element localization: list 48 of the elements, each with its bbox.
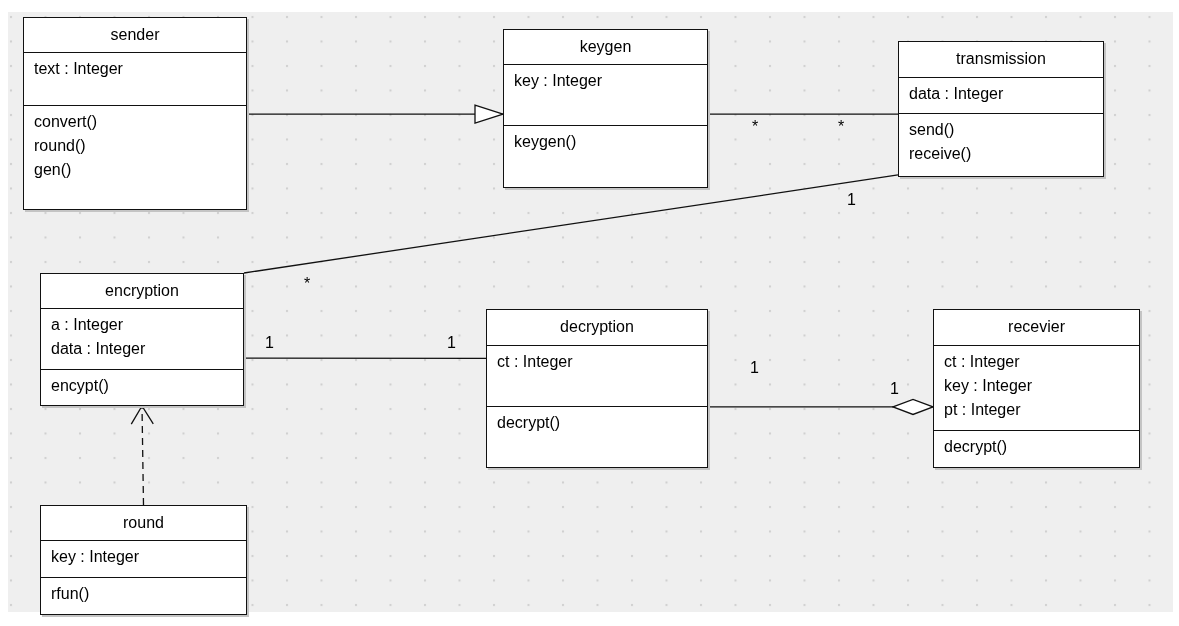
multiplicity-label: * [838, 118, 845, 136]
multiplicity-label: 1 [447, 334, 456, 352]
association-line [243, 357, 487, 359]
class-box [486, 309, 708, 468]
multiplicity-label: 1 [847, 191, 856, 209]
attribute-text: key : Integer [50, 547, 140, 567]
class-name: encryption [104, 281, 180, 301]
association-line [707, 113, 899, 115]
method-text: convert() [33, 112, 98, 132]
attribute-text: data : Integer [50, 339, 146, 359]
class-box [503, 29, 708, 188]
method-text: rfun() [50, 584, 90, 604]
multiplicity-label: * [304, 275, 311, 293]
multiplicity-label: 1 [890, 380, 899, 398]
method-text: round() [33, 136, 86, 156]
association-line [243, 174, 899, 274]
attribute-text: key : Integer [513, 71, 603, 91]
class-name: sender [109, 25, 161, 45]
method-text: receive() [908, 144, 972, 164]
attribute-text: ct : Integer [943, 352, 1020, 372]
class-box [23, 17, 247, 210]
class-name: keygen [578, 37, 633, 57]
method-text: encypt() [50, 376, 109, 396]
attribute-text: text : Integer [33, 59, 123, 79]
class-name: recevier [1007, 317, 1066, 337]
class-name: transmission [955, 49, 1047, 69]
class-box [933, 309, 1140, 468]
generalization-arrow [246, 104, 504, 124]
method-text: decrypt() [496, 413, 561, 433]
multiplicity-label: * [752, 118, 759, 136]
aggregation-line [707, 398, 934, 416]
class-name: round [122, 513, 165, 533]
attribute-text: data : Integer [908, 84, 1004, 104]
multiplicity-label: 1 [265, 334, 274, 352]
class-box [898, 41, 1104, 177]
class-box [40, 505, 247, 615]
class-name: decryption [559, 317, 635, 337]
attribute-text: a : Integer [50, 315, 124, 335]
dependency-arrow [130, 405, 154, 506]
method-text: decrypt() [943, 437, 1008, 457]
attribute-text: key : Integer [943, 376, 1033, 396]
multiplicity-label: 1 [750, 359, 759, 377]
method-text: send() [908, 120, 955, 140]
attribute-text: pt : Integer [943, 400, 1021, 420]
method-text: keygen() [513, 132, 577, 152]
method-text: gen() [33, 160, 72, 180]
attribute-text: ct : Integer [496, 352, 573, 372]
class-box [40, 273, 244, 406]
